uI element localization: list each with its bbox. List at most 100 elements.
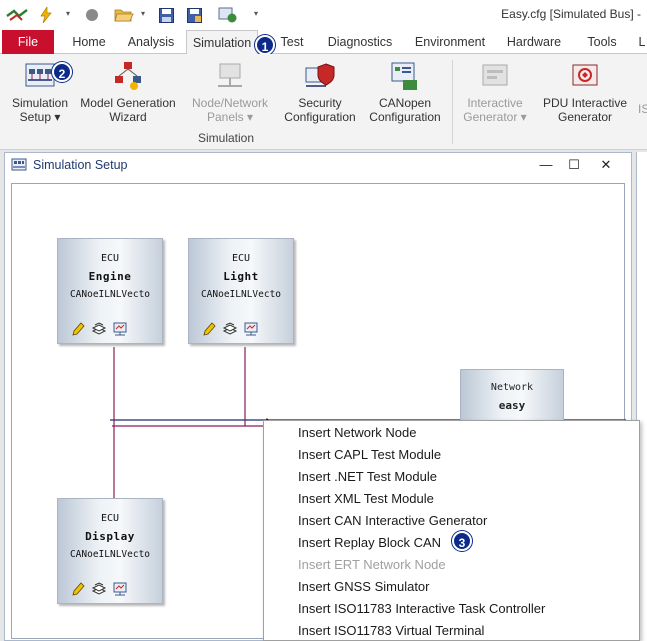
database-stack-icon[interactable] <box>222 321 238 337</box>
app-logo-icon <box>6 6 28 24</box>
save-icon[interactable] <box>158 6 174 24</box>
menu-item-insert-network-node[interactable]: Insert Network Node <box>298 425 417 440</box>
ribbon-separator <box>452 60 453 144</box>
window-title: Easy.cfg [Simulated Bus] - <box>501 7 641 21</box>
node-model-label: CANoeILNLVecto <box>69 549 151 560</box>
node-name-label: Display <box>85 530 135 543</box>
edit-pencil-icon[interactable] <box>70 581 86 597</box>
pdu-interactive-label-2: Generator <box>557 110 613 124</box>
interactive-generator-label-1: Interactive <box>467 96 523 110</box>
node-network-panels-label-1: Node/Network <box>191 96 269 110</box>
node-model-label: CANoeILNLVecto <box>200 289 282 300</box>
customize-toolbar-icon[interactable]: ▾ <box>254 9 259 18</box>
lightning-start-icon[interactable] <box>38 6 54 24</box>
insert-context-menu: Insert Network Node Insert CAPL Test Mod… <box>263 420 640 641</box>
menu-item-insert-xml-test-module[interactable]: Insert XML Test Module <box>298 491 434 506</box>
node-model-label: CANoeILNLVecto <box>69 289 151 300</box>
open-dropdown-icon[interactable]: ▾ <box>141 9 146 18</box>
node-type-label: ECU <box>231 253 251 264</box>
database-stack-icon[interactable] <box>91 321 107 337</box>
simulation-setup-window-icon <box>11 157 27 176</box>
network-name-label: easy <box>498 399 526 412</box>
security-shield-icon <box>304 60 336 92</box>
stop-icon[interactable] <box>84 6 100 24</box>
tab-simulation[interactable]: Simulation <box>186 30 258 55</box>
close-button[interactable]: ✕ <box>600 157 612 172</box>
simulation-setup-label-2: Setup ▾ <box>19 110 61 124</box>
minimize-button[interactable]: — <box>539 157 553 172</box>
tab-file[interactable]: File <box>2 30 54 54</box>
interactive-generator-label-2: Generator ▾ <box>463 110 527 124</box>
node-type-label: ECU <box>100 513 120 524</box>
ribbon-tab-bar: File Home Analysis Simulation Test Diagn… <box>0 30 647 55</box>
step-marker-3: 3 <box>452 531 472 551</box>
truncated-ribbon-button[interactable]: IS <box>638 102 647 116</box>
ecu-node-engine[interactable]: ECU Engine CANoeILNLVecto <box>57 238 163 344</box>
open-folder-icon[interactable] <box>114 6 134 24</box>
node-name-label: Engine <box>88 270 132 283</box>
ecu-node-display[interactable]: ECU Display CANoeILNLVecto <box>57 498 163 604</box>
quick-access-toolbar: ▾ ▾ ▾ Easy.cfg [Simulated Bus] - <box>0 0 647 30</box>
tab-test[interactable]: Test <box>280 35 304 49</box>
menu-item-insert-capl-test-module[interactable]: Insert CAPL Test Module <box>298 447 442 462</box>
node-monitor-icon[interactable] <box>112 321 128 337</box>
node-monitor-icon[interactable] <box>243 321 259 337</box>
menu-item-insert-dotnet-test-module[interactable]: Insert .NET Test Module <box>298 469 437 484</box>
ribbon-group-label-simulation: Simulation <box>198 131 255 145</box>
edit-pencil-icon[interactable] <box>70 321 86 337</box>
menu-item-insert-iso11783-virtual-terminal[interactable]: Insert ISO11783 Virtual Terminal <box>298 623 485 638</box>
security-configuration-label-2: Configuration <box>284 110 356 124</box>
simulation-setup-titlebar: Simulation Setup — ☐ ✕ <box>5 153 631 177</box>
network-node-easy[interactable]: Network easy <box>460 369 564 421</box>
pdu-interactive-label-1: PDU Interactive <box>542 96 628 110</box>
pdu-interactive-generator-button[interactable]: PDU Interactive Generator <box>538 60 632 124</box>
node-monitor-icon[interactable] <box>112 581 128 597</box>
model-generation-wizard-icon <box>112 60 144 92</box>
network-type-label: Network <box>490 382 534 393</box>
security-configuration-button[interactable]: Security Configuration <box>280 60 360 124</box>
start-dropdown-icon[interactable]: ▾ <box>66 9 71 18</box>
model-generation-wizard-button[interactable]: Model Generation Wizard <box>78 60 178 124</box>
interactive-generator-button[interactable]: Interactive Generator ▾ <box>458 60 532 124</box>
right-docked-panel <box>636 152 647 641</box>
node-network-panels-icon <box>214 60 246 92</box>
step-marker-1: 1 <box>255 35 275 55</box>
maximize-button[interactable]: ☐ <box>568 157 580 172</box>
canopen-configuration-label-1: CANopen <box>378 96 432 110</box>
model-generation-label-1: Model Generation <box>80 96 176 110</box>
edit-pencil-icon[interactable] <box>201 321 217 337</box>
database-stack-icon[interactable] <box>91 581 107 597</box>
step-marker-2: 2 <box>52 62 72 82</box>
simulation-setup-title: Simulation Setup <box>33 158 128 172</box>
configuration-icon[interactable] <box>218 6 238 24</box>
ribbon-panel: Simulation Setup ▾ Model Generation Wiza… <box>0 54 647 150</box>
node-network-panels-label-2: Panels ▾ <box>206 110 254 124</box>
simulation-setup-icon <box>24 60 56 92</box>
tab-truncated[interactable]: L <box>638 35 646 49</box>
canopen-config-icon <box>389 60 421 92</box>
node-network-panels-button[interactable]: Node/Network Panels ▾ <box>184 60 276 124</box>
pdu-generator-icon <box>569 60 601 92</box>
tab-tools[interactable]: Tools <box>587 35 617 49</box>
tab-hardware[interactable]: Hardware <box>506 35 562 49</box>
menu-item-insert-iso11783-task-controller[interactable]: Insert ISO11783 Interactive Task Control… <box>298 601 546 616</box>
save-as-icon[interactable] <box>186 6 202 24</box>
node-type-label: ECU <box>100 253 120 264</box>
menu-item-insert-gnss-simulator[interactable]: Insert GNSS Simulator <box>298 579 430 594</box>
simulation-setup-button[interactable]: Simulation Setup ▾ <box>6 60 74 124</box>
model-generation-label-2: Wizard <box>109 110 147 124</box>
tab-diagnostics[interactable]: Diagnostics <box>327 35 393 49</box>
menu-item-insert-replay-block-can[interactable]: Insert Replay Block CAN <box>298 535 442 550</box>
interactive-generator-icon <box>479 60 511 92</box>
ecu-node-light[interactable]: ECU Light CANoeILNLVecto <box>188 238 294 344</box>
menu-item-insert-ert-network-node: Insert ERT Network Node <box>298 557 446 572</box>
security-configuration-label-1: Security <box>298 96 342 110</box>
node-name-label: Light <box>223 270 259 283</box>
canopen-configuration-button[interactable]: CANopen Configuration <box>364 60 446 124</box>
tab-analysis[interactable]: Analysis <box>127 35 175 49</box>
tab-environment[interactable]: Environment <box>414 35 486 49</box>
tab-home[interactable]: Home <box>72 35 106 49</box>
menu-item-insert-can-interactive-generator[interactable]: Insert CAN Interactive Generator <box>298 513 488 528</box>
simulation-setup-label-1: Simulation <box>11 96 69 110</box>
canopen-configuration-label-2: Configuration <box>369 110 441 124</box>
